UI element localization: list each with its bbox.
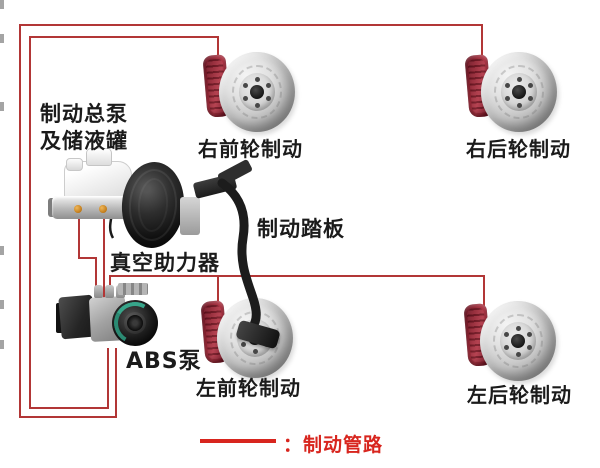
bolt-hole xyxy=(505,83,511,88)
front-right-brake-disc xyxy=(202,52,297,132)
outlet-port xyxy=(99,205,107,213)
pedal-arm xyxy=(217,178,261,333)
bolt-hole xyxy=(505,96,511,101)
bolt-hole xyxy=(254,76,260,82)
bolt-hole xyxy=(254,102,260,108)
edge-artifact xyxy=(0,246,4,255)
abs-pump-assembly xyxy=(56,283,162,351)
rear-left-wheel-label: 左后轮制动 xyxy=(467,383,572,407)
vacuum-booster-label: 真空助力器 xyxy=(110,251,220,275)
edge-artifact xyxy=(0,300,4,309)
front-right-wheel-label: 右前轮制动 xyxy=(198,137,303,161)
rear-right-brake-disc xyxy=(464,52,559,132)
master-cylinder-body xyxy=(52,196,138,219)
edge-artifact xyxy=(0,34,4,43)
outlet-port xyxy=(74,205,82,213)
brake-line-master-to-abs-1 xyxy=(78,212,97,298)
bolt-hole xyxy=(526,332,532,337)
master-cylinder-label-line2: 及储液罐 xyxy=(40,129,128,153)
edge-artifact xyxy=(0,102,4,111)
rear-left-brake-disc xyxy=(463,301,558,381)
abs-connector-bracket xyxy=(118,283,148,295)
brake-pedal-label: 制动踏板 xyxy=(257,217,345,241)
bolt-hole xyxy=(526,345,532,350)
abs-motor-core xyxy=(127,315,143,331)
disc-hub xyxy=(239,73,275,111)
brake-disc xyxy=(480,301,556,381)
master-cylinder-label-line1: 制动总泵 xyxy=(40,102,128,126)
brake-disc xyxy=(481,52,557,132)
bolt-hole xyxy=(265,96,271,101)
edge-artifact xyxy=(0,0,4,9)
disc-hub xyxy=(501,73,537,111)
abs-pump-label: ABS泵 xyxy=(126,349,202,374)
abs-motor xyxy=(109,297,161,349)
booster-mount-plate xyxy=(180,197,200,235)
reservoir-cap-small xyxy=(66,158,83,171)
bolt-hole xyxy=(265,83,271,88)
master-cylinder-assembly xyxy=(48,148,172,226)
bolt-hole xyxy=(243,96,249,101)
bolt-hole xyxy=(252,348,258,354)
legend-label: ：制动管路 xyxy=(283,434,384,456)
bolt-hole xyxy=(515,325,521,331)
bolt-hole xyxy=(527,96,533,101)
reservoir-cap xyxy=(86,148,112,166)
bolt-hole xyxy=(515,351,521,357)
disc-center-hole xyxy=(512,85,526,99)
brake-line-outer-loop xyxy=(19,24,483,418)
brake-line-inner-loop xyxy=(29,36,219,409)
bolt-hole xyxy=(527,83,533,88)
master-cylinder-label: 制动总泵 及储液罐 xyxy=(40,101,128,155)
bolt-hole xyxy=(504,345,510,350)
disc-center-hole xyxy=(250,85,264,99)
rear-right-wheel-label: 右后轮制动 xyxy=(466,137,571,161)
bolt-hole xyxy=(516,76,522,82)
bolt-hole xyxy=(241,342,247,347)
disc-center-hole xyxy=(511,334,525,348)
bolt-hole xyxy=(504,332,510,337)
abs-solenoid xyxy=(94,285,103,298)
brake-disc xyxy=(219,52,295,132)
bolt-hole xyxy=(516,102,522,108)
abs-solenoid xyxy=(105,285,114,298)
disc-hub xyxy=(500,322,536,360)
front-left-wheel-label: 左前轮制动 xyxy=(196,376,301,400)
edge-artifact xyxy=(0,340,4,349)
bolt-hole xyxy=(243,83,249,88)
